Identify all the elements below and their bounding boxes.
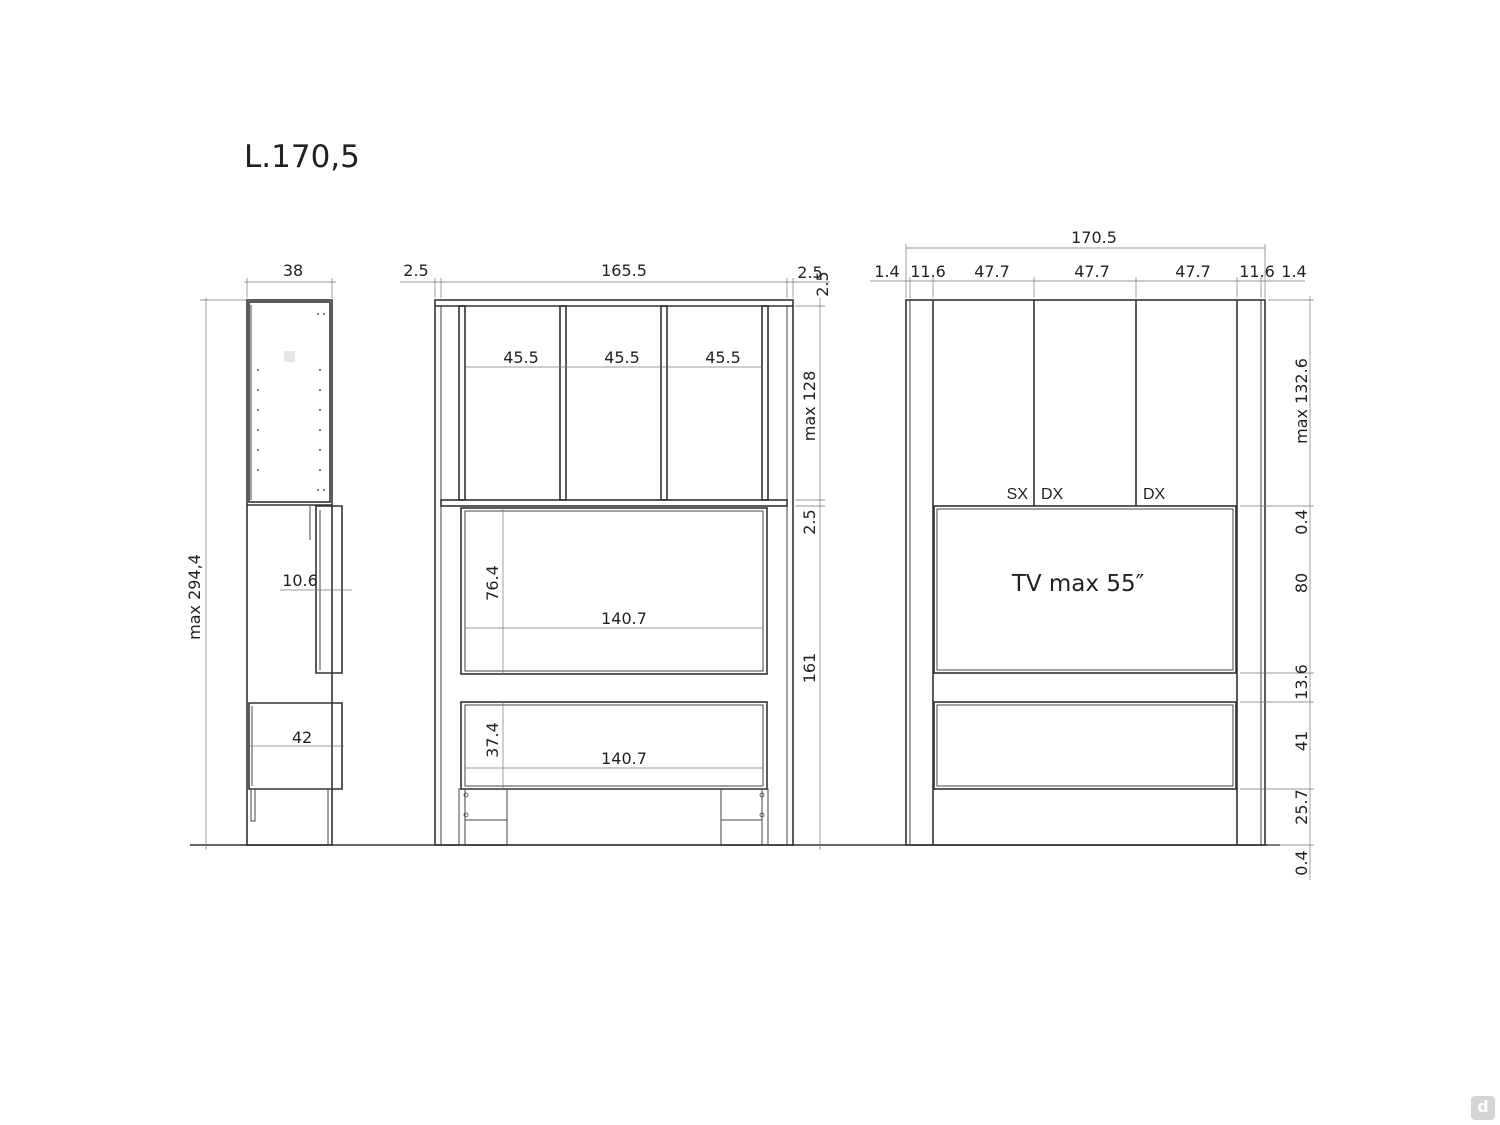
drawing-title: L.170,5 — [244, 139, 360, 175]
dim-upper-height: max 128 — [800, 371, 819, 441]
dim-width-6: 11.6 — [1239, 262, 1275, 281]
dim-left-margin: 2.5 — [403, 261, 428, 280]
dim-top-thickness: 2.5 — [813, 271, 832, 296]
hinge-icon — [284, 351, 295, 362]
tv-label: TV max 55″ — [1011, 571, 1145, 597]
dim-compartment-2: 45.5 — [604, 348, 640, 367]
dim-height-4: 13.6 — [1292, 664, 1311, 700]
dim-door-depth: 10.6 — [282, 571, 318, 590]
front-closed-view: SX DX DX TV max 55″ 170.5 1.4 11.6 47.7 … — [870, 228, 1314, 880]
dim-compartment-3: 45.5 — [705, 348, 741, 367]
dim-drawer-height: 37.4 — [483, 722, 502, 758]
dim-compartment-1: 45.5 — [503, 348, 539, 367]
front-view: 2.5 165.5 2.5 2.5 45.5 45.5 45.5 max 128… — [400, 261, 832, 850]
dim-total-width: 170.5 — [1071, 228, 1117, 247]
dim-width-3: 47.7 — [974, 262, 1010, 281]
side-view: 38 max 294,4 10.6 42 — [185, 261, 352, 850]
dim-width-5: 47.7 — [1175, 262, 1211, 281]
dim-lower-height: 161 — [800, 653, 819, 684]
dim-tv-opening-width: 140.7 — [601, 609, 647, 628]
door-label-sx: SX — [1007, 486, 1029, 503]
dim-shelf-thickness: 2.5 — [800, 509, 819, 534]
dim-height-2: 0.4 — [1292, 509, 1311, 534]
dim-width-4: 47.7 — [1074, 262, 1110, 281]
brand-logo-icon: d — [1471, 1096, 1495, 1120]
dim-width-1: 1.4 — [874, 262, 899, 281]
dim-side-height: max 294,4 — [185, 554, 204, 640]
dim-height-3: 80 — [1292, 573, 1311, 593]
dim-inner-width: 165.5 — [601, 261, 647, 280]
dim-height-1: max 132.6 — [1292, 358, 1311, 444]
dim-height-5: 41 — [1292, 731, 1311, 751]
dim-width-2: 11.6 — [910, 262, 946, 281]
dim-side-width: 38 — [283, 261, 303, 280]
dim-tv-opening-height: 76.4 — [483, 565, 502, 601]
dim-width-7: 1.4 — [1281, 262, 1306, 281]
dim-drawer-depth: 42 — [292, 728, 312, 747]
dim-right-margin: 2.5 — [797, 263, 822, 282]
dim-height-6: 25.7 — [1292, 789, 1311, 825]
dim-drawer-width: 140.7 — [601, 749, 647, 768]
dim-height-7: 0.4 — [1292, 850, 1311, 875]
door-label-dx-1: DX — [1041, 486, 1064, 503]
door-label-dx-2: DX — [1143, 486, 1166, 503]
